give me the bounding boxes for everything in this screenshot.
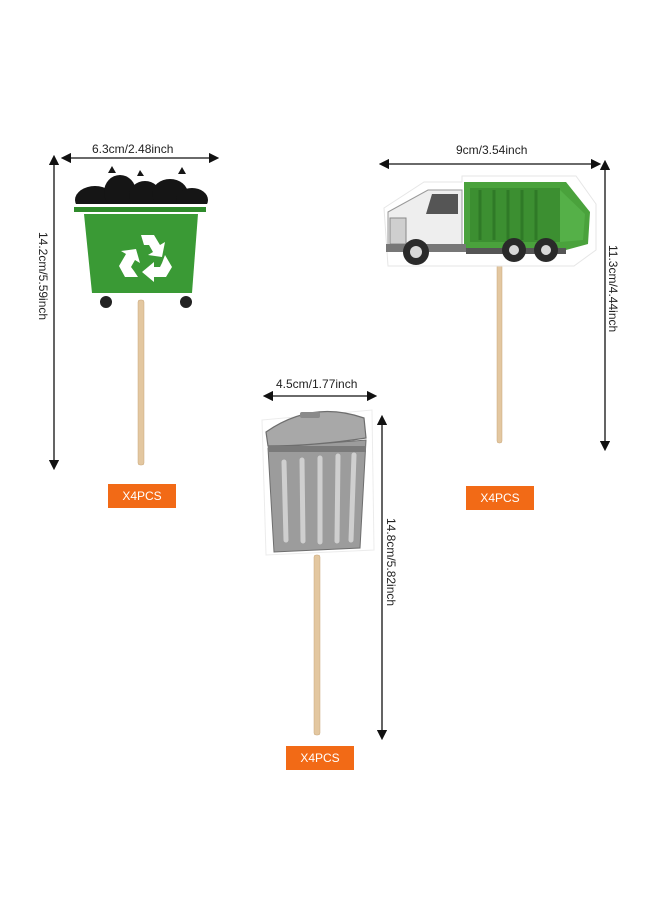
bin-wheel-right: [178, 294, 194, 310]
trash-can-topper: [261, 409, 375, 736]
can-width-label: 4.5cm/1.77inch: [276, 377, 358, 391]
recycle-icon: [119, 235, 172, 282]
truck-stick: [496, 254, 503, 444]
bin-width-label: 6.3cm/2.48inch: [92, 142, 174, 156]
bin-wheel-left: [98, 294, 114, 310]
bin-quantity-badge: X4PCS: [108, 484, 176, 508]
can-body: [267, 439, 367, 553]
recycling-bin-topper: [70, 166, 210, 466]
can-quantity-badge: X4PCS: [286, 746, 354, 770]
bin-stick: [137, 299, 145, 466]
garbage-truck-topper: [383, 175, 597, 444]
can-lid: [265, 410, 367, 447]
can-height-label: 14.8cm/5.82inch: [384, 518, 398, 607]
truck-height-label: 11.3cm/4.44inch: [606, 245, 620, 333]
can-stick: [313, 554, 321, 736]
bin-height-label: 14.2cm/5.59inch: [36, 232, 50, 321]
truck-wheels: [403, 238, 558, 265]
truck-quantity-badge: X4PCS: [466, 486, 534, 510]
truck-width-label: 9cm/3.54inch: [456, 143, 528, 157]
